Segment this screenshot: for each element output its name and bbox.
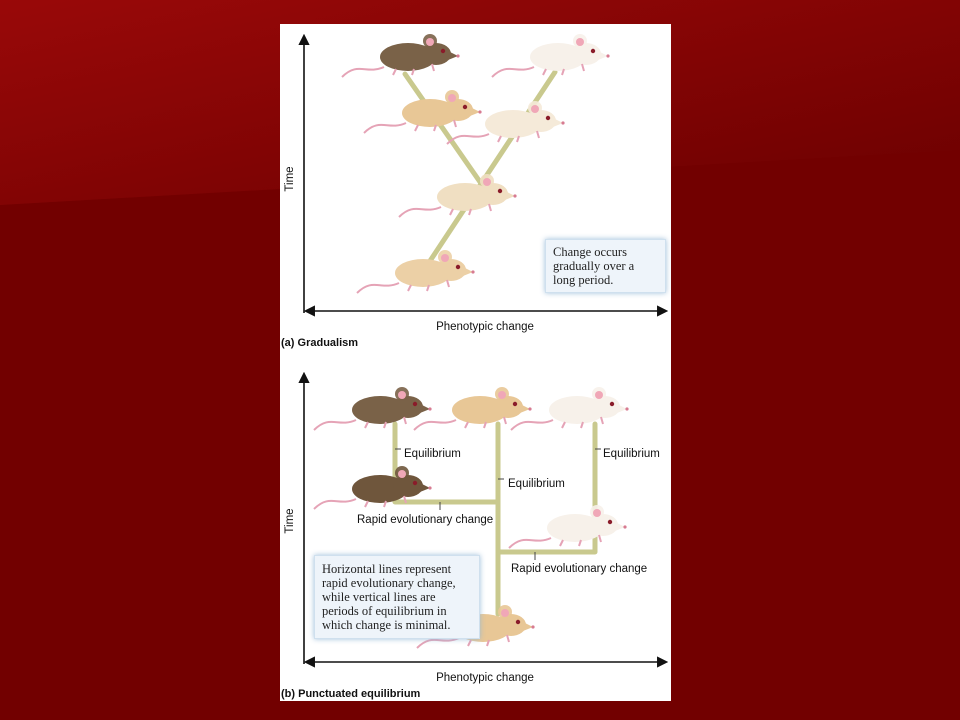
panel-a-x-axis-label: Phenotypic change <box>436 321 534 333</box>
mouse-illustration <box>508 504 628 549</box>
panel-a-callout: Change occurs gradually over a long peri… <box>545 239 666 293</box>
panel-b-caption: (b) Punctuated equilibrium <box>281 688 421 700</box>
panel-a-y-axis-label: Time <box>284 166 296 191</box>
label-rapid-change-right: Rapid evolutionary change <box>511 563 647 575</box>
callout-line: which change is minimal. <box>322 618 451 632</box>
mouse-illustration <box>356 249 476 294</box>
callout-line: Horizontal lines represent <box>322 562 452 576</box>
mouse-illustration <box>413 386 533 431</box>
callout-line: rapid evolutionary change, <box>322 576 456 590</box>
callout-line: Change occurs <box>553 245 627 259</box>
label-equilibrium-left: Equilibrium <box>404 448 461 460</box>
panel-b-x-axis-label: Phenotypic change <box>436 672 534 684</box>
panel-b-y-axis-label: Time <box>284 508 296 533</box>
mouse-illustration <box>341 33 461 78</box>
callout-line: gradually over a <box>553 259 635 273</box>
callout-line: long period. <box>553 273 614 287</box>
callout-line: periods of equilibrium in <box>322 604 447 618</box>
mouse-illustration <box>491 33 611 78</box>
figure-canvas: Time Phenotypic change (a) Gradualism Ti… <box>281 33 669 700</box>
label-rapid-change-left: Rapid evolutionary change <box>357 514 493 526</box>
panel-b-punctuated-equilibrium: Time Phenotypic change (b) Punctuated eq… <box>281 371 669 700</box>
panel-a-gradualism: Time Phenotypic change (a) Gradualism <box>281 33 669 349</box>
mouse-illustration <box>313 386 433 431</box>
label-equilibrium-center: Equilibrium <box>508 478 565 490</box>
panel-a-caption: (a) Gradualism <box>281 337 358 349</box>
label-equilibrium-right: Equilibrium <box>603 448 660 460</box>
evolution-figure: Time Phenotypic change (a) Gradualism Ti… <box>280 24 671 701</box>
callout-line: while vertical lines are <box>322 590 436 604</box>
panel-b-lineage-tree <box>392 421 598 617</box>
panel-b-callout: Horizontal lines represent rapid evoluti… <box>314 555 480 639</box>
panel-a-lineage-left <box>402 71 490 195</box>
mouse-illustration <box>398 173 518 218</box>
